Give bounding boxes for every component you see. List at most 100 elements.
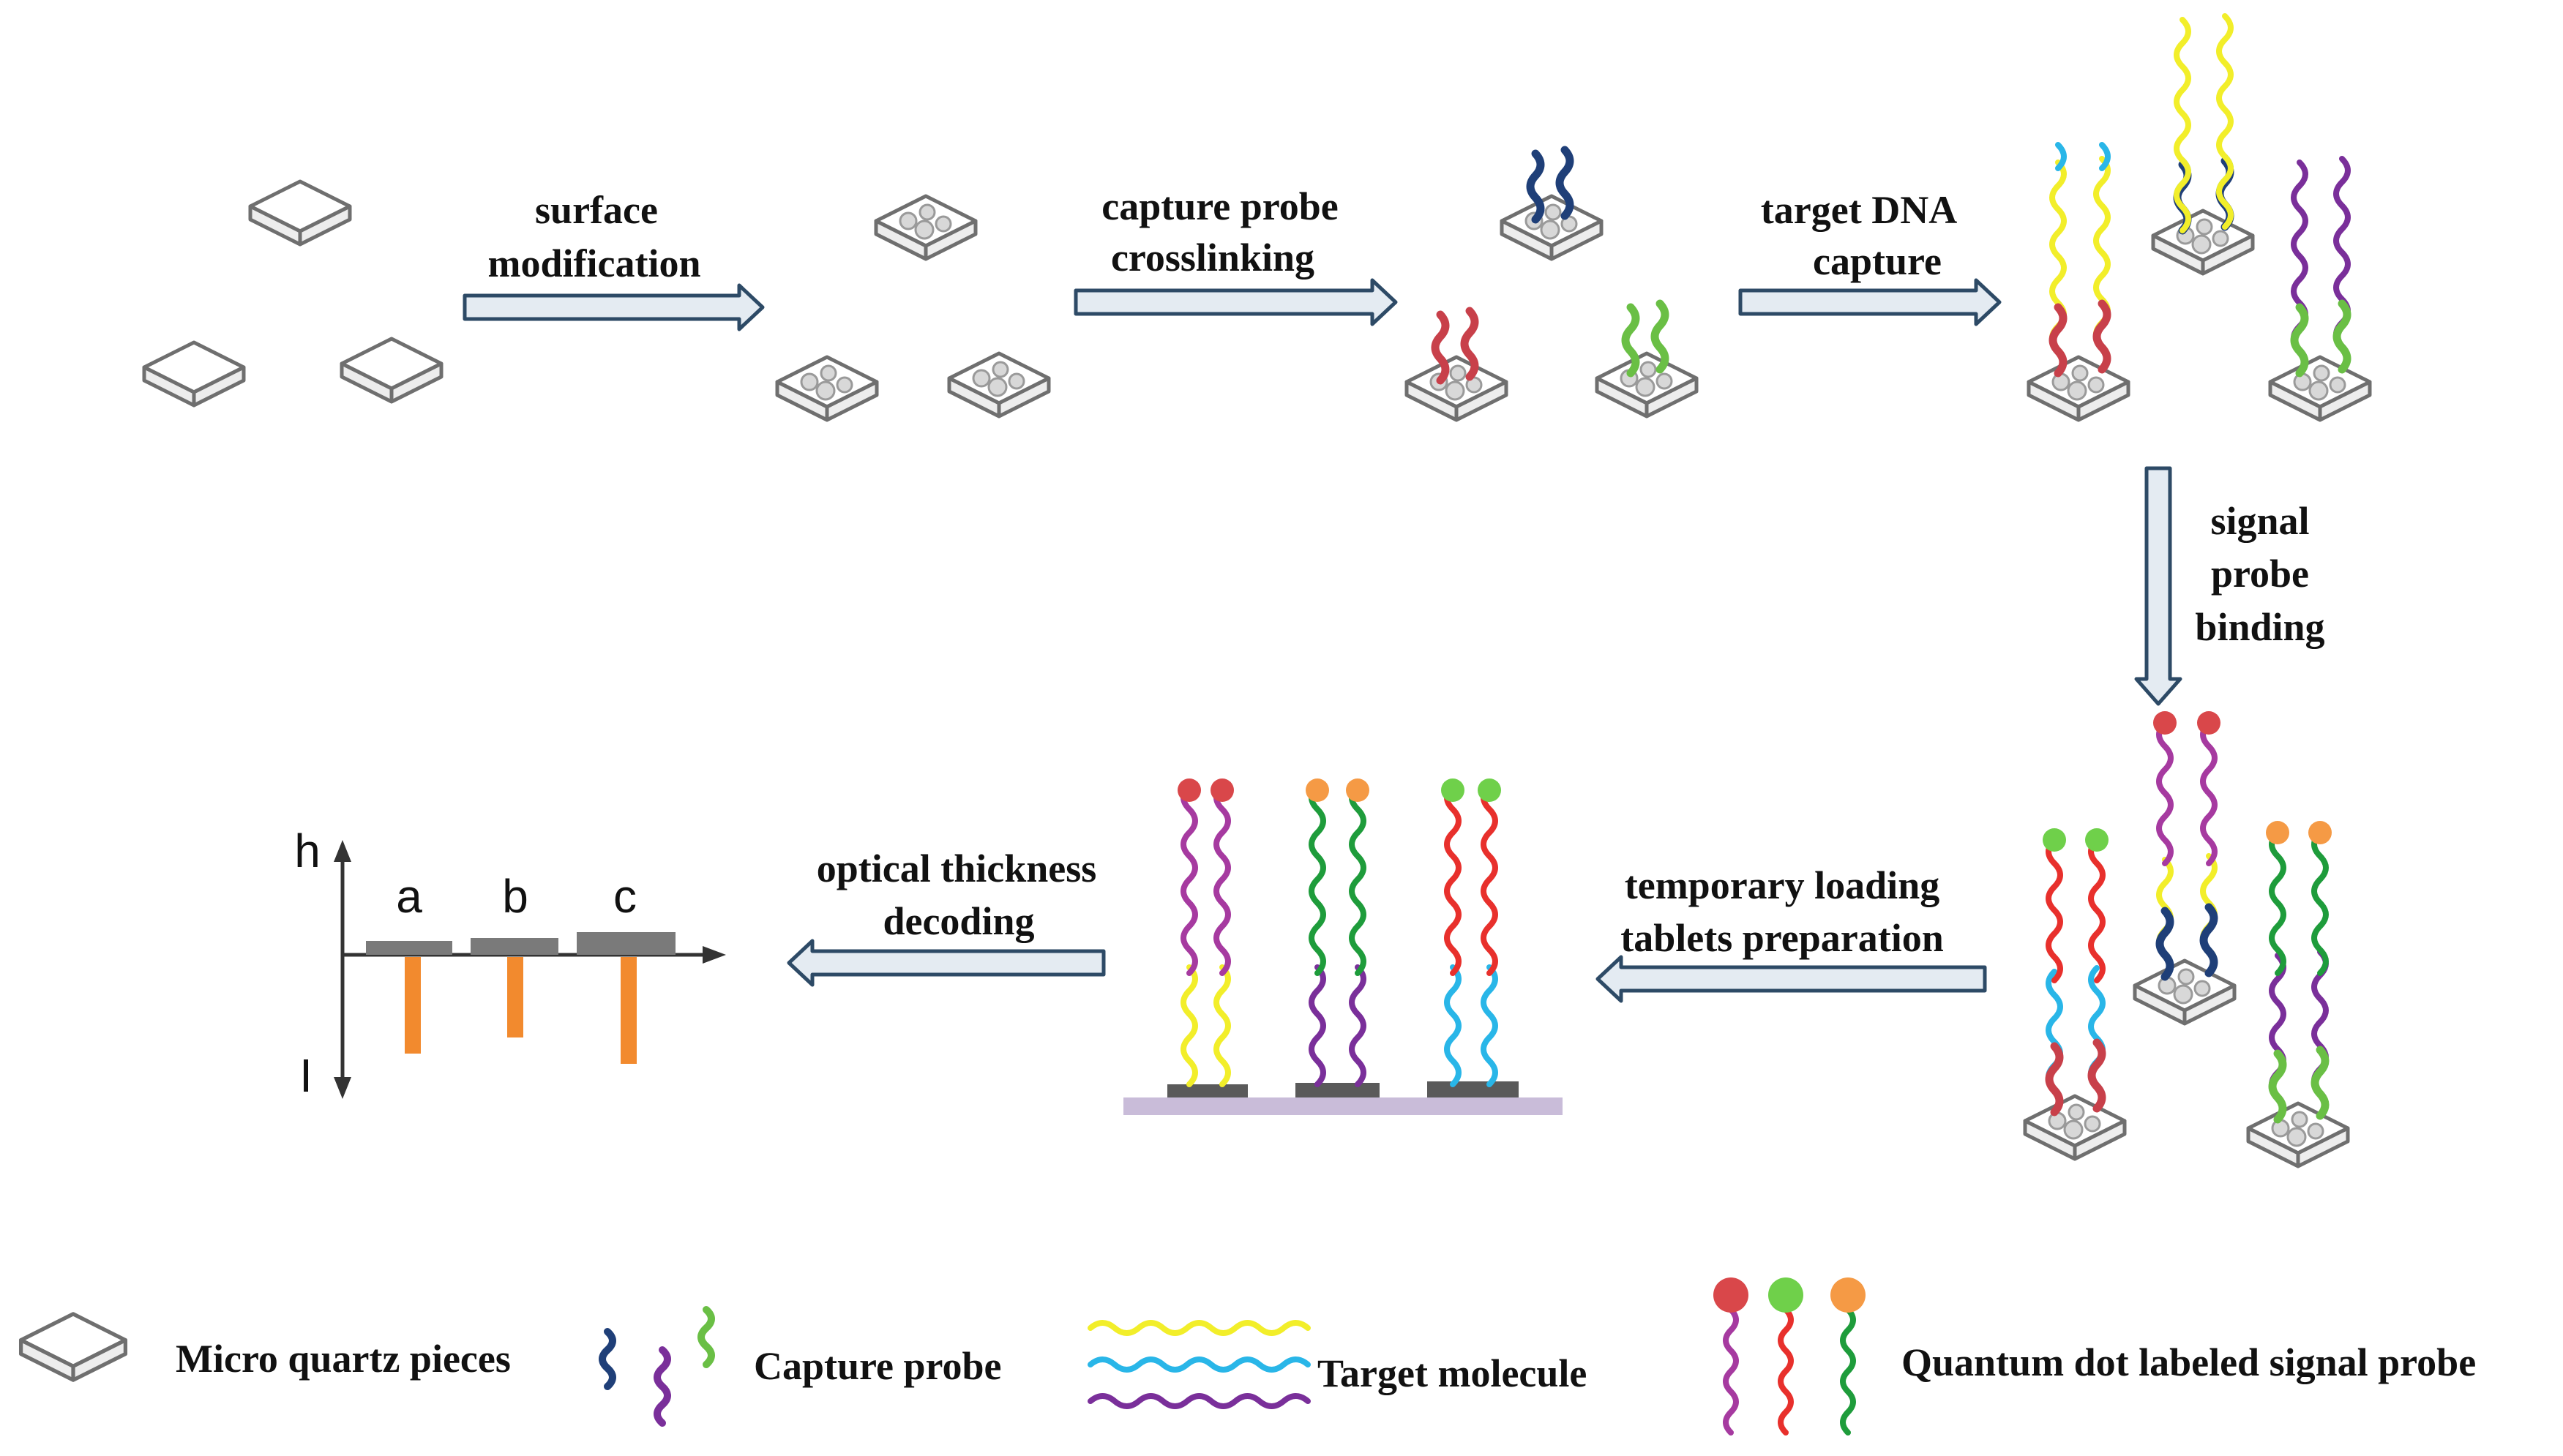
signal-probe-strand <box>1213 783 1231 976</box>
quantum-dot <box>2153 711 2177 735</box>
target-molecule-strand <box>2174 17 2191 233</box>
label-target-capture-2: capture <box>1813 239 1942 283</box>
quantum-dot <box>1478 778 1501 802</box>
legend-quantum-dot <box>1768 1277 1803 1313</box>
axis-label-h: h <box>294 825 321 877</box>
bar-label-a: a <box>396 870 422 923</box>
capture-probe-strand <box>2048 303 2068 378</box>
crosslinked-pieces-group <box>1407 196 1696 420</box>
capture-probe-strand <box>2045 1042 2064 1117</box>
arrow-signal-binding <box>2134 466 2182 706</box>
signal-probe-strand <box>1481 783 1498 976</box>
target-molecule-strand <box>2055 142 2067 171</box>
label-capture-crosslinking-1: capture probe <box>1101 184 1339 228</box>
legend-quartz-label: Micro quartz pieces <box>176 1337 511 1381</box>
target-molecule-strand <box>2216 13 2234 230</box>
capture-probe-strand <box>1650 299 1669 374</box>
capture-probe-strand <box>1526 149 1545 224</box>
capture-probe-strand <box>2092 299 2111 374</box>
target-molecule-strand <box>1481 964 1498 1087</box>
target-molecule-strand <box>1213 964 1231 1087</box>
quantum-dot <box>2266 821 2289 844</box>
quantum-dot <box>2308 821 2332 844</box>
quantum-dot <box>1306 778 1329 802</box>
quantum-dot <box>1441 778 1464 802</box>
label-temporary-loading-1: temporary loading <box>1625 863 1939 907</box>
label-signal-binding-2: probe <box>2211 552 2309 596</box>
legend-capture-strand <box>697 1306 715 1368</box>
arrow-surface-modification <box>463 283 765 331</box>
label-optical-decoding-2: decoding <box>883 899 1034 943</box>
legend-capture-label: Capture probe <box>754 1344 1002 1388</box>
signal-probe-strand <box>1181 783 1198 976</box>
label-surface-modification-2: modification <box>488 241 701 285</box>
legend-quantum-dot <box>1830 1277 1866 1313</box>
signal-probe-strand <box>1444 783 1462 976</box>
process-arrows <box>463 278 2182 1003</box>
quartz-pieces-group <box>144 181 441 405</box>
arrow-capture-crosslinking <box>1074 278 1398 326</box>
label-signal-binding-1: signal <box>2210 499 2309 543</box>
capture-probe-strand <box>2290 303 2309 378</box>
capture-probes-stage3 <box>1431 146 1669 385</box>
legend-signal-strand <box>1778 1307 1794 1436</box>
capture-probe-strand <box>2311 1046 2330 1120</box>
capture-probe-strand <box>2199 903 2218 977</box>
quantum-dot <box>2197 711 2220 735</box>
label-temporary-loading-2: tablets preparation <box>1620 916 1944 960</box>
capture-probe-strand <box>2332 299 2351 374</box>
legend-signal-strand <box>1723 1307 1739 1436</box>
target-molecule-strand <box>1309 964 1326 1087</box>
signal-probe-strand <box>2200 720 2218 866</box>
quantum-dot <box>1346 778 1369 802</box>
legend-capture-strand <box>599 1328 616 1390</box>
modified-pieces-group <box>777 196 1049 420</box>
capture-probe-strand <box>2268 1049 2287 1124</box>
legend: Micro quartz pieces Capture probe Target… <box>21 1277 2476 1436</box>
legend-quartz-icon <box>21 1314 126 1380</box>
legend-capture-strand <box>654 1346 671 1427</box>
label-target-capture-1: target DNA <box>1761 188 1957 232</box>
label-capture-crosslinking-2: crosslinking <box>1111 236 1314 279</box>
arrow-optical-decoding <box>787 939 1106 987</box>
label-optical-decoding-1: optical thickness <box>817 847 1097 890</box>
target-molecule-strand <box>1349 964 1366 1087</box>
signal-probe-strand <box>2088 837 2106 983</box>
quantum-dot <box>1211 778 1234 802</box>
bar-label-c: c <box>613 870 637 923</box>
signal-bound-group <box>2025 961 2348 1166</box>
quantum-dot <box>2085 828 2109 852</box>
signal-probe-strand <box>2046 837 2063 983</box>
legend-target-strand <box>1088 1320 1311 1336</box>
legend-signal-strand <box>1840 1307 1856 1436</box>
signal-probe-strand <box>2269 830 2286 976</box>
arrow-target-capture <box>1738 278 2002 326</box>
capture-probe-strand <box>2155 907 2174 981</box>
signal-probe-strand <box>1349 783 1366 976</box>
signal-probe-strand <box>2156 720 2174 866</box>
target-molecule-strand <box>2099 142 2111 171</box>
capture-probe-strand <box>1431 310 1450 385</box>
target-molecule-strand <box>1181 964 1198 1087</box>
arrow-temporary-loading <box>1595 955 1987 1003</box>
tablet-strands-stage6 <box>1178 778 1501 1087</box>
bar-label-b: b <box>502 870 528 923</box>
quantum-dot <box>1178 778 1201 802</box>
label-surface-modification-1: surface <box>535 188 658 232</box>
legend-quantum-dot <box>1713 1277 1748 1313</box>
signal-probe-strand <box>2311 830 2329 976</box>
target-captured-group <box>2029 211 2370 420</box>
quantum-dot <box>2043 828 2066 852</box>
capture-probe-strand <box>2087 1038 2106 1113</box>
legend-target-strand <box>1088 1356 1311 1373</box>
target-molecule-strand <box>1444 964 1462 1087</box>
signal-strands-stage5 <box>2043 711 2332 1124</box>
legend-capture-probe-icon <box>599 1306 715 1427</box>
axis-label-i: I <box>299 1049 313 1102</box>
signal-probe-strand <box>1309 783 1326 976</box>
decoding-plot: h I a b c <box>294 825 726 1102</box>
label-signal-binding-3: binding <box>2195 605 2324 649</box>
legend-signal-probe-icon <box>1713 1277 1866 1436</box>
legend-target-molecule-icon <box>1088 1320 1311 1409</box>
